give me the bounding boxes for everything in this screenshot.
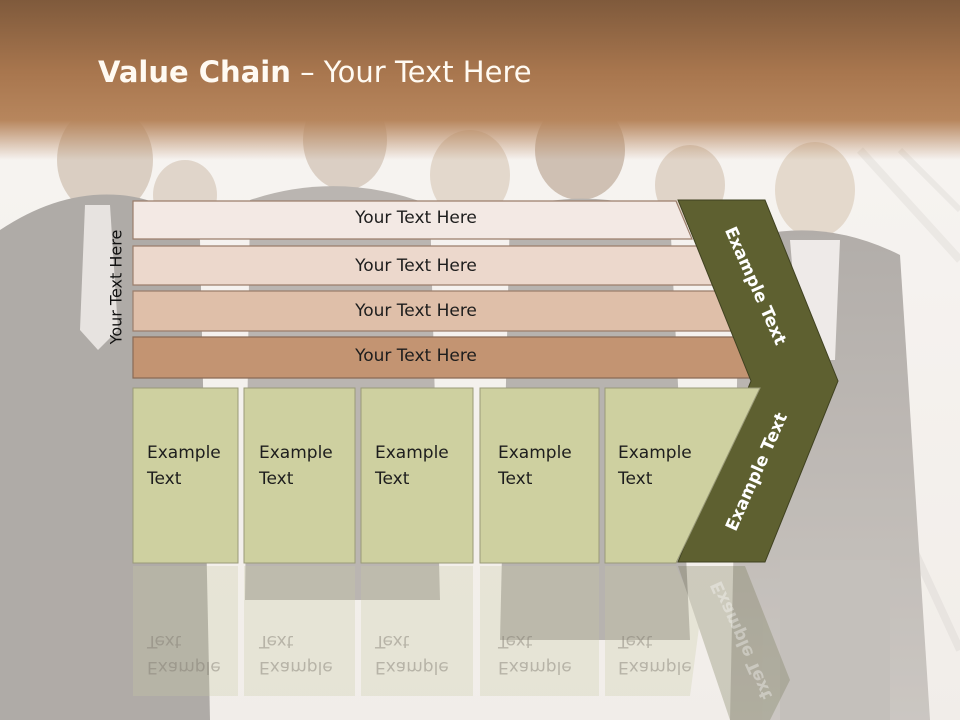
activity-box-4-line2: Text bbox=[498, 469, 533, 489]
activity-box-2-reflection-line1: Example bbox=[259, 657, 333, 677]
activity-box-5 bbox=[604, 387, 761, 564]
activity-box-4-reflection-line2: Text bbox=[498, 631, 533, 651]
activity-box-4 bbox=[479, 387, 600, 564]
activity-box-2-line1: Example bbox=[259, 443, 333, 463]
activity-box-2-line2: Text bbox=[259, 469, 294, 489]
activity-box-1-reflection-line2: Text bbox=[147, 631, 182, 651]
activity-box-5-line2: Text bbox=[618, 469, 653, 489]
activity-box-3-reflection-line1: Example bbox=[375, 657, 449, 677]
activity-box-5-line1: Example bbox=[618, 443, 692, 463]
activity-box-2 bbox=[243, 387, 356, 564]
activity-box-3-reflection-line2: Text bbox=[375, 631, 410, 651]
activity-box-4-reflection: Example Text bbox=[498, 628, 572, 680]
activity-box-1 bbox=[132, 387, 239, 564]
header-band bbox=[0, 0, 960, 160]
activity-box-4-line1: Example bbox=[498, 443, 572, 463]
activity-box-5-reflection-line1: Example bbox=[618, 657, 692, 677]
activity-box-2-label: Example Text bbox=[259, 440, 333, 492]
activity-box-5-reflection-line2: Text bbox=[618, 631, 653, 651]
activity-box-3-line2: Text bbox=[375, 469, 410, 489]
activity-box-2-reflection: Example Text bbox=[259, 628, 333, 680]
slide-title-bold: Value Chain bbox=[98, 55, 291, 89]
activity-box-4-reflection-line1: Example bbox=[498, 657, 572, 677]
activity-box-3 bbox=[360, 387, 474, 564]
activity-box-5-reflection: Example Text bbox=[618, 628, 692, 680]
slide-title: Value Chain – Your Text Here bbox=[98, 55, 532, 89]
activity-box-1-line2: Text bbox=[147, 469, 182, 489]
row-4-label: Your Text Here bbox=[355, 346, 477, 366]
activity-box-1-label: Example Text bbox=[147, 440, 221, 492]
activity-box-4-label: Example Text bbox=[498, 440, 572, 492]
row-3-label: Your Text Here bbox=[355, 301, 477, 321]
slide-title-rest: – Your Text Here bbox=[290, 55, 532, 89]
activity-box-1-line1: Example bbox=[147, 443, 221, 463]
row-2-label: Your Text Here bbox=[355, 256, 477, 276]
row-1-bar bbox=[132, 200, 693, 240]
row-1-label: Your Text Here bbox=[355, 208, 477, 228]
activity-box-1-reflection-line1: Example bbox=[147, 657, 221, 677]
activity-box-3-label: Example Text bbox=[375, 440, 449, 492]
reflection-group bbox=[133, 566, 790, 720]
activity-box-3-line1: Example bbox=[375, 443, 449, 463]
activity-box-2-reflection-line2: Text bbox=[259, 631, 294, 651]
activity-box-1-reflection: Example Text bbox=[147, 628, 221, 680]
activity-box-3-reflection: Example Text bbox=[375, 628, 449, 680]
activity-box-5-label: Example Text bbox=[618, 440, 692, 492]
